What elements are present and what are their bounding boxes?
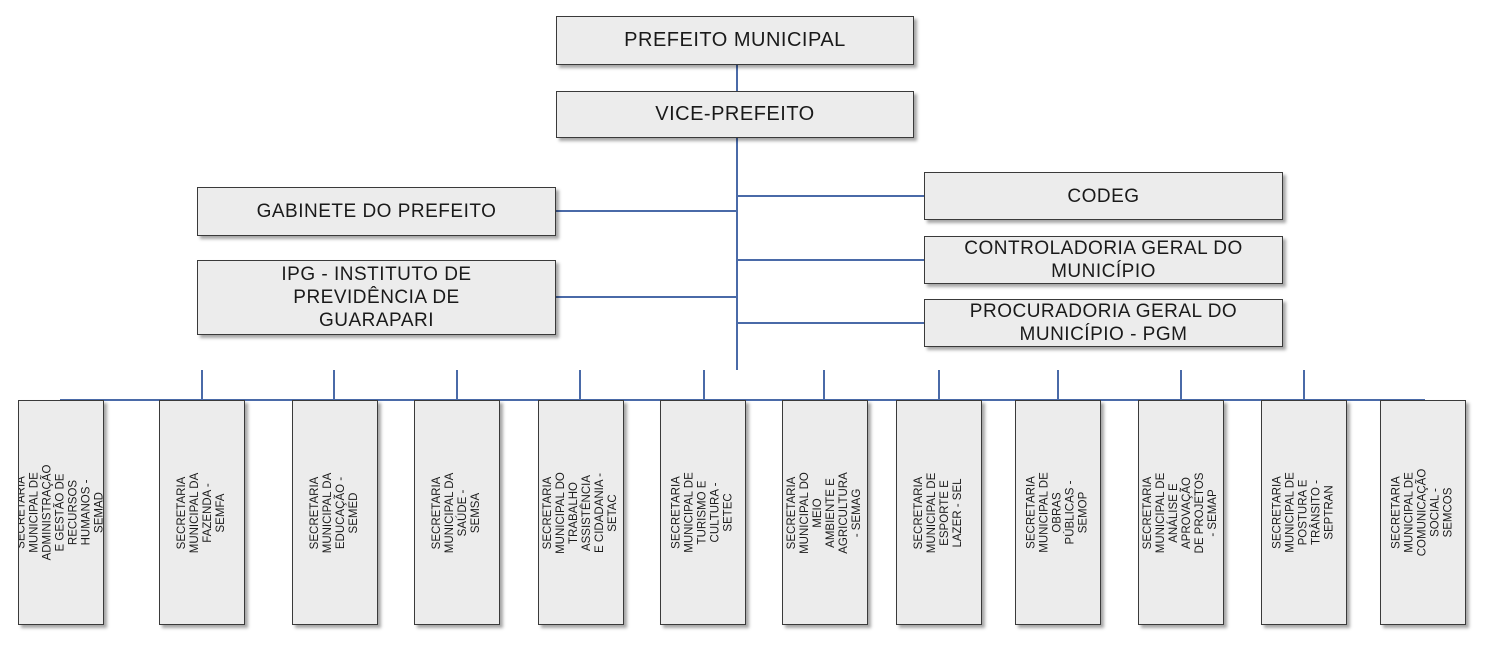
ipg-box[interactable]: IPG - INSTITUTO DE PREVIDÊNCIA DE GUARAP… <box>197 260 556 335</box>
secretaria-box[interactable]: SECRETARIA MUNICIPAL DE ANÁLISE E APROVA… <box>1138 400 1224 625</box>
secretaria-label: SECRETARIA MUNICIPAL DE OBRAS PÚBLICAS -… <box>1025 472 1090 553</box>
secretaria-box[interactable]: SECRETARIA MUNICIPAL DE ESPORTE E LAZER … <box>896 400 982 625</box>
procuradoria-label: PROCURADORIA GERAL DO MUNICÍPIO - PGM <box>969 301 1238 345</box>
secretaria-box[interactable]: SECRETARIA MUNICIPAL DO TRABALHO ASSISTÊ… <box>538 400 624 625</box>
secretaria-box[interactable]: SECRETARIA MUNICIPAL DA SAÚDE - SEMSA <box>414 400 500 625</box>
secretaria-label: SECRETARIA MUNICIPAL DE POSTURA E TRÂNSI… <box>1271 472 1336 553</box>
controladoria-box[interactable]: CONTROLADORIA GERAL DO MUNICÍPIO <box>924 236 1283 284</box>
secretaria-label: SECRETARIA MUNICIPAL DO MEIO AMBIENTE E … <box>786 471 863 554</box>
vice-mayor-label: VICE-PREFEITO <box>655 103 815 125</box>
secretaria-label: SECRETARIA MUNICIPAL DA EDUCAÇÃO - SEMED <box>309 472 360 553</box>
secretaria-box[interactable]: SECRETARIA MUNICIPAL DA FAZENDA - SEMFA <box>159 400 245 625</box>
codeg-label: CODEG <box>1067 185 1140 207</box>
secretaria-box[interactable]: SECRETARIA MUNICIPAL DE COMUNICAÇÃO SOCI… <box>1380 400 1466 625</box>
secretaria-label: SECRETARIA MUNICIPAL DA SAÚDE - SEMSA <box>431 472 482 553</box>
secretaria-box[interactable]: SECRETARIA MUNICIPAL DE POSTURA E TRÂNSI… <box>1261 400 1347 625</box>
procuradoria-box[interactable]: PROCURADORIA GERAL DO MUNICÍPIO - PGM <box>924 299 1283 347</box>
secretaria-box[interactable]: SECRETARIA MUNICIPAL DE TURISMO E CULTUR… <box>660 400 746 625</box>
ipg-label: IPG - INSTITUTO DE PREVIDÊNCIA DE GUARAP… <box>281 264 472 331</box>
secretaria-label: SECRETARIA MUNICIPAL DE ESPORTE E LAZER … <box>913 472 964 553</box>
gabinete-box[interactable]: GABINETE DO PREFEITO <box>197 187 556 236</box>
codeg-box[interactable]: CODEG <box>924 172 1283 220</box>
secretaria-label: SECRETARIA MUNICIPAL DE ANÁLISE E APROVA… <box>1142 472 1219 553</box>
secretaria-box[interactable]: SECRETARIA MUNICIPAL DE ADMINISTRAÇÃO E … <box>18 400 104 625</box>
secretaria-box[interactable]: SECRETARIA MUNICIPAL DO MEIO AMBIENTE E … <box>782 400 868 625</box>
secretaria-label: SECRETARIA MUNICIPAL DO TRABALHO ASSISTÊ… <box>542 471 619 554</box>
secretaria-box[interactable]: SECRETARIA MUNICIPAL DA EDUCAÇÃO - SEMED <box>292 400 378 625</box>
mayor-label: PREFEITO MUNICIPAL <box>624 29 846 51</box>
vice-mayor-box[interactable]: VICE-PREFEITO <box>556 91 914 138</box>
controladoria-label: CONTROLADORIA GERAL DO MUNICÍPIO <box>964 238 1243 282</box>
mayor-box[interactable]: PREFEITO MUNICIPAL <box>556 16 914 65</box>
secretaria-label: SECRETARIA MUNICIPAL DE ADMINISTRAÇÃO E … <box>18 464 104 561</box>
secretaria-label: SECRETARIA MUNICIPAL DE TURISMO E CULTUR… <box>670 472 735 553</box>
secretaria-box[interactable]: SECRETARIA MUNICIPAL DE OBRAS PÚBLICAS -… <box>1015 400 1101 625</box>
secretaria-label: SECRETARIA MUNICIPAL DA FAZENDA - SEMFA <box>176 472 227 553</box>
secretaria-label: SECRETARIA MUNICIPAL DE COMUNICAÇÃO SOCI… <box>1390 468 1455 557</box>
gabinete-label: GABINETE DO PREFEITO <box>256 201 497 222</box>
